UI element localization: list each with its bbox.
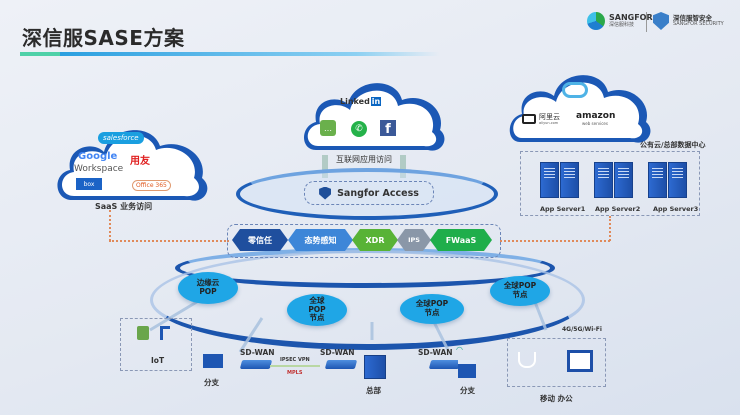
- outer-ring: [150, 250, 585, 350]
- mobile-office-label: 移动 办公: [540, 394, 573, 403]
- robot-arm-icon: [160, 326, 170, 340]
- pop-line: 全球POP: [415, 299, 449, 309]
- branch-label: 分支: [204, 378, 219, 387]
- sangfor-access[interactable]: Sangfor Access: [304, 181, 434, 205]
- amazon-logo: amazon: [576, 111, 616, 121]
- hq-building-icon: [364, 355, 386, 379]
- service-zero-trust[interactable]: 零信任: [232, 229, 288, 251]
- pop-line: POP: [308, 304, 326, 314]
- service-fwaas[interactable]: FWaaS: [430, 229, 492, 251]
- yonyou-logo: 用友: [130, 156, 150, 167]
- pop-line: POP: [199, 287, 217, 296]
- sangfor-security-logo: 深信服智安全 SANGFOR SECURITY: [653, 12, 724, 30]
- sdwan-device-icon: [428, 360, 462, 369]
- page-title: 深信服SASE方案: [22, 26, 185, 50]
- workspace-label: Workspace: [74, 164, 124, 174]
- sdwan-label: SD-WAN: [320, 348, 355, 357]
- tencent-cloud-icon: [562, 82, 588, 98]
- wifi-icon: ◠: [456, 345, 463, 354]
- aliyun-icon: [522, 114, 536, 124]
- public-cloud: 阿里云 aliyun.com amazon web services: [506, 64, 654, 146]
- spoke-line: [533, 301, 548, 331]
- branch-building-icon: [203, 350, 223, 368]
- facebook-icon: f: [380, 120, 396, 136]
- server-icon: [594, 162, 634, 198]
- sdwan-label: SD-WAN: [418, 348, 453, 357]
- internet-caption: 互联网应用访问: [336, 155, 392, 164]
- hq-label: 总部: [366, 386, 381, 395]
- security-logo-name: 深信服智安全: [673, 13, 712, 22]
- linkedin-text: Linked: [340, 97, 370, 106]
- ipsec-vpn-label: IPSEC VPN: [280, 357, 310, 363]
- server-connector: [609, 216, 611, 241]
- aws-label: web services: [582, 121, 608, 126]
- mpls-label: MPLS: [287, 370, 303, 376]
- wan-link: [270, 365, 320, 367]
- sdwan-device-icon: [239, 360, 273, 369]
- access-ring: [236, 168, 498, 220]
- linkedin-in-badge: in: [370, 97, 382, 106]
- server-icon: [648, 162, 688, 198]
- saas-connector: [109, 210, 111, 241]
- aliyun-domain: aliyun.com: [539, 121, 559, 125]
- services-bar: [227, 224, 501, 258]
- google-logo: Google: [78, 151, 118, 162]
- service-ips[interactable]: IPS: [397, 229, 431, 251]
- aliyun-logo: 阿里云: [539, 113, 560, 121]
- office365-logo: Office 365: [132, 180, 171, 191]
- title-underline: [20, 52, 440, 56]
- pop-line: 全球POP: [503, 281, 537, 291]
- pop-line: 全球: [309, 296, 325, 306]
- sdwan-label: SD-WAN: [240, 348, 275, 357]
- sangfor-logo: SANGFOR 深信服科技: [587, 12, 653, 30]
- iot-group: [120, 318, 192, 371]
- coffee-cup-icon: [518, 352, 536, 368]
- server-label: App Server2: [595, 205, 641, 213]
- mobile-network-label: 4G/5G/Wi-Fi: [562, 326, 602, 333]
- branch-label: 分支: [460, 386, 475, 395]
- saas-connector: [109, 240, 229, 242]
- service-xdr[interactable]: XDR: [352, 229, 398, 251]
- saas-cloud: salesforce Google Workspace 用友 box Offic…: [52, 112, 212, 204]
- shield-logo-icon: [653, 12, 669, 30]
- whatsapp-icon: ✆: [351, 121, 367, 137]
- server-connector: [500, 240, 610, 242]
- server-label: App Server3: [653, 205, 699, 213]
- server-icon: [540, 162, 580, 198]
- mobile-group: [507, 338, 606, 387]
- cash-register-icon: [137, 326, 149, 340]
- spoke-line: [238, 317, 264, 353]
- pop-line: 节点: [512, 290, 528, 299]
- saas-caption: SaaS 业务访问: [95, 202, 153, 211]
- iot-label: IoT: [151, 356, 165, 365]
- sangfor-logo-icon: [587, 12, 605, 30]
- public-caption: 公有云/总部数据中心: [640, 141, 706, 149]
- sangfor-logo-sub: 深信服科技: [609, 22, 635, 28]
- pop-line: 节点: [309, 313, 325, 323]
- wechat-icon: …: [320, 120, 336, 136]
- server-label: App Server1: [540, 205, 586, 213]
- sangfor-logo-name: SANGFOR: [609, 13, 653, 22]
- pop-line: 边缘云: [196, 278, 220, 288]
- spoke-line: [149, 298, 201, 332]
- server-group: [520, 151, 700, 216]
- access-label: Sangfor Access: [337, 187, 419, 199]
- security-logo-sub: SANGFOR SECURITY: [673, 21, 724, 28]
- box-logo: box: [76, 178, 102, 190]
- sangfor-shield-icon: [319, 186, 332, 200]
- service-situation-awareness[interactable]: 态势感知: [288, 229, 353, 251]
- salesforce-logo: salesforce: [98, 132, 144, 144]
- laptop-icon: [567, 350, 593, 372]
- branch-building-icon: [458, 360, 476, 378]
- pop-line: 节点: [424, 308, 440, 317]
- sdwan-device-icon: [324, 360, 358, 369]
- logo-divider: [646, 12, 647, 32]
